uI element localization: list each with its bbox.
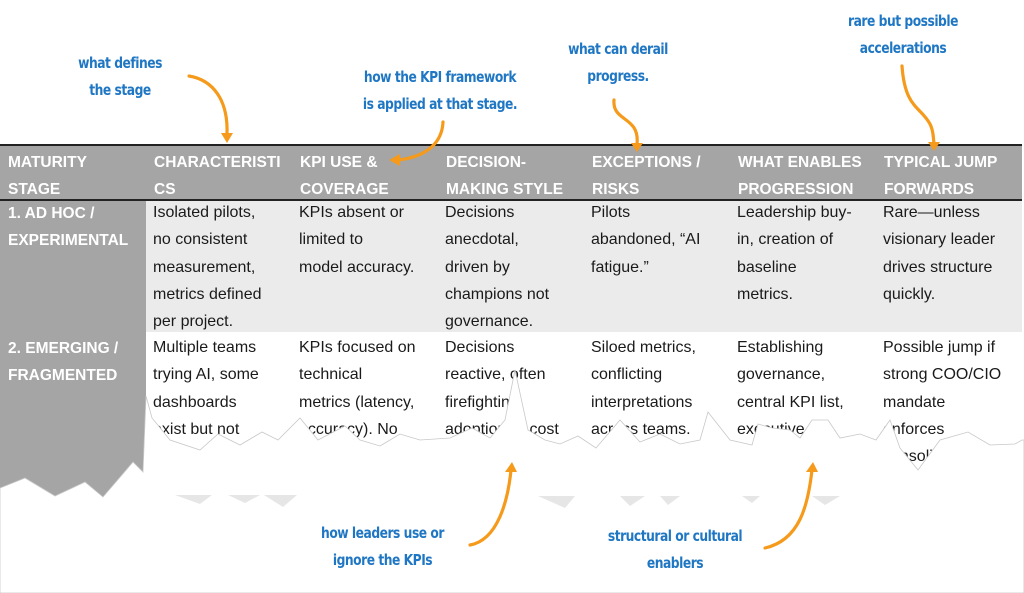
arrow-kpi-use [396, 120, 445, 162]
arrowhead [928, 142, 940, 151]
annotation-decision-making: how leaders use or ignore the KPIs [321, 524, 444, 569]
header-characteristics: CHARACTERISTI CS [154, 154, 281, 198]
arrowhead [505, 462, 517, 472]
arrow-enablers [763, 468, 814, 550]
table-cell: Isolated pilots, no consistent measureme… [153, 204, 262, 331]
torn-edge [0, 369, 1024, 593]
table-header-row [0, 146, 1022, 199]
annotation-typical-jump: rare but possible accelerations [848, 12, 958, 57]
arrowhead [389, 154, 400, 166]
arrow-decision-making [468, 468, 513, 547]
header-enablers: WHAT ENABLES PROGRESSION [738, 154, 862, 198]
table-row [146, 201, 1022, 332]
annotation-exceptions: what can derail progress. [568, 40, 668, 85]
arrowhead [631, 143, 643, 152]
arrowhead [221, 133, 233, 143]
annotation-characteristics: what defines the stage [78, 54, 162, 99]
arrow-typical-jump [900, 64, 936, 145]
arrowhead [806, 462, 818, 472]
torn-fragment [175, 495, 840, 508]
arrow-characteristics [187, 74, 229, 135]
table-top-rule [0, 144, 1022, 146]
stage-label: 1. AD HOC / EXPERIMENTAL [8, 205, 129, 249]
table-cell: Siloed metrics, conflicting interpretati… [591, 339, 696, 438]
header-maturity-stage: MATURITY STAGE [8, 154, 87, 198]
arrow-exceptions [612, 98, 639, 146]
table-cell: Leadership buy- in, creation of baseline… [737, 204, 852, 303]
table-cell: Rare—unless visionary leader drives stru… [883, 204, 996, 303]
annotation-enablers: structural or cultural enablers [607, 527, 743, 572]
header-exceptions: EXCEPTIONS / RISKS [592, 154, 701, 198]
table-header-rule [0, 199, 1022, 201]
header-typical-jump: TYPICAL JUMP FORWARDS [884, 154, 998, 198]
table-cell: Pilots abandoned, “AI fatigue.” [591, 204, 701, 276]
annotation-kpi-use: how the KPI framework is applied at that… [362, 68, 518, 113]
stage-column [0, 201, 146, 501]
table-cell: KPIs absent or limited to model accuracy… [299, 204, 415, 276]
stage-label: 2. EMERGING / FRAGMENTED [8, 340, 119, 384]
header-decision-making: DECISION- MAKING STYLE [446, 154, 564, 198]
header-kpi-use: KPI USE & COVERAGE [300, 154, 389, 198]
table-cell: Decisions anecdotal, driven by champions… [445, 204, 550, 331]
